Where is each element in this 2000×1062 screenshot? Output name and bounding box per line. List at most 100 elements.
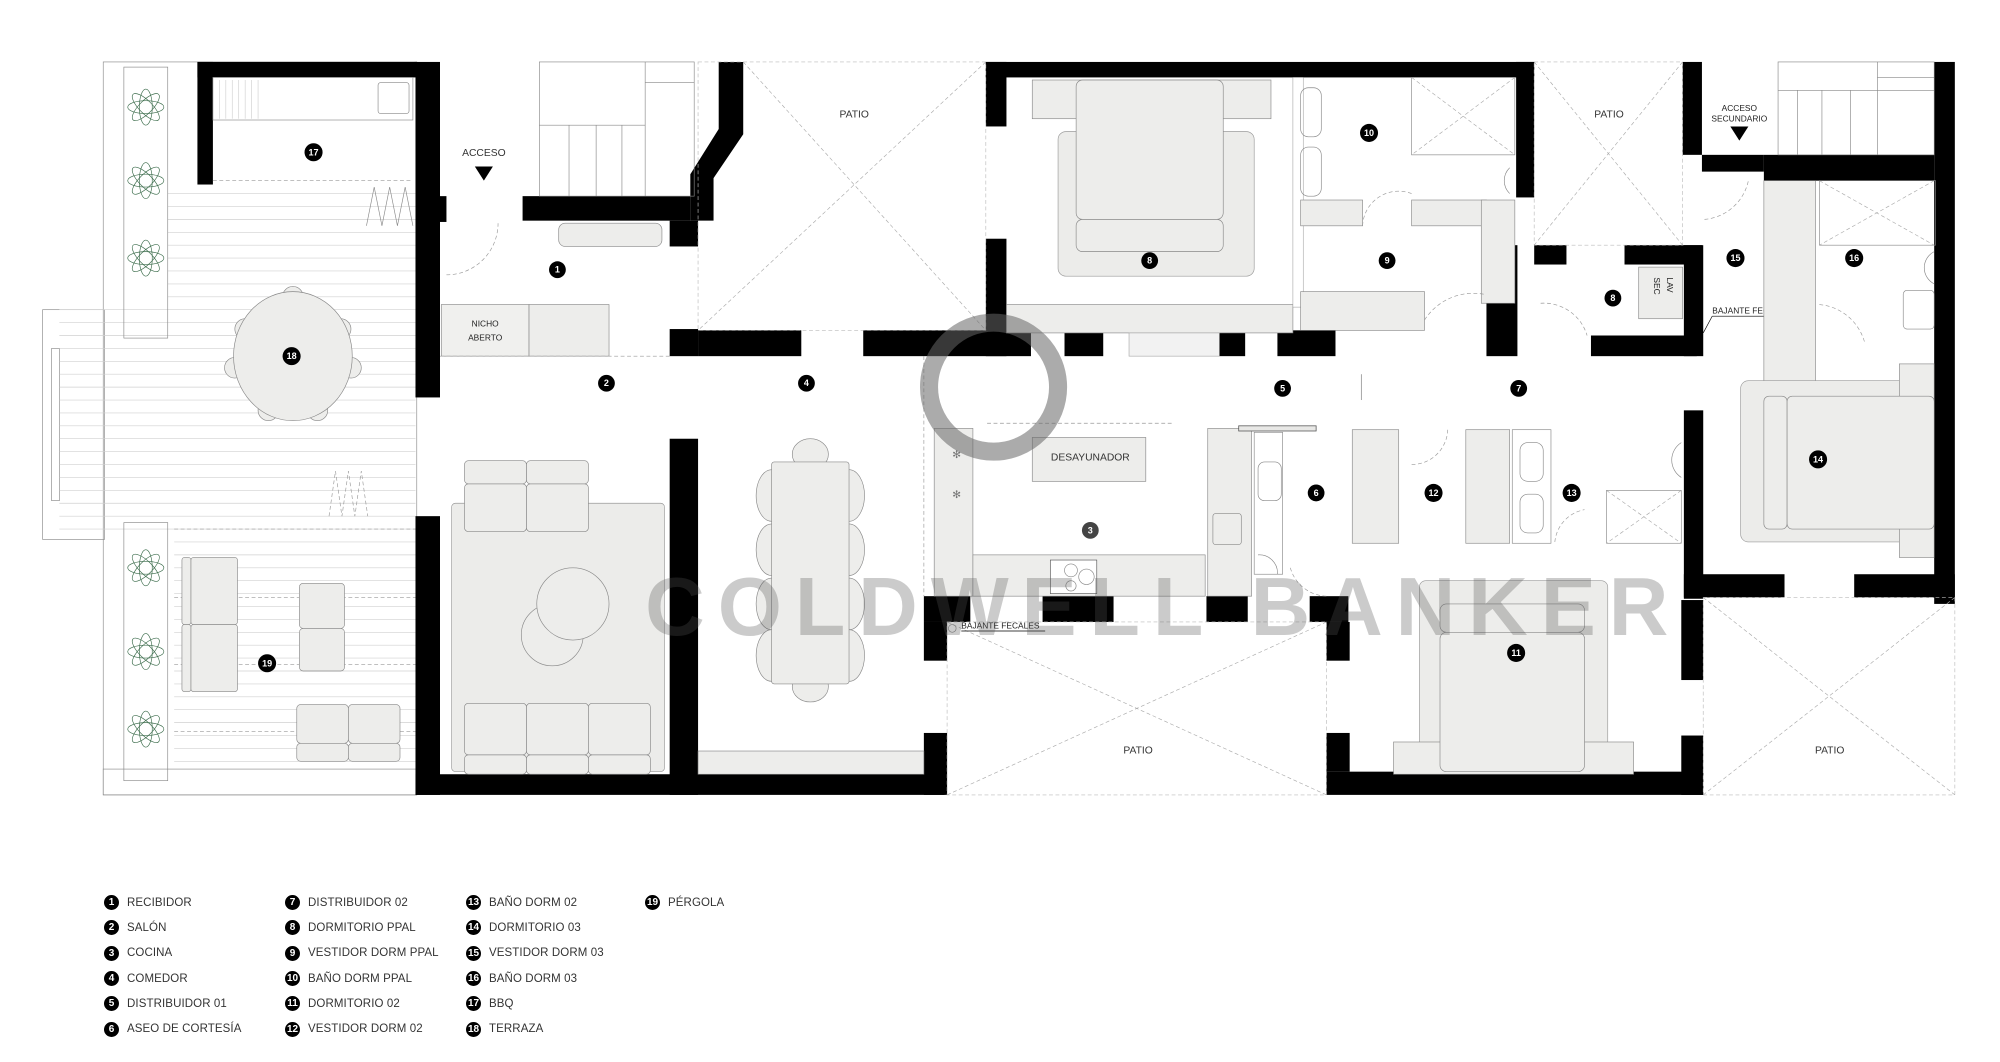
room-markers: 1 2 3 4 5 6 7 8 8 9 10 11 12 13 14 15 16… — [258, 123, 1864, 673]
svg-text:13: 13 — [1567, 488, 1577, 498]
svg-text:1: 1 — [555, 265, 560, 275]
svg-text:3: 3 — [1088, 525, 1093, 535]
bed-dorm-02 — [1393, 580, 1634, 775]
svg-text:19: 19 — [262, 658, 272, 668]
room-marker-3: 3 — [1081, 521, 1099, 539]
svg-text:8: 8 — [1610, 293, 1615, 303]
room-marker-15: 15 — [1726, 249, 1745, 268]
room-marker-10: 10 — [1360, 123, 1379, 142]
room-marker-16: 16 — [1845, 249, 1864, 268]
svg-text:8: 8 — [1147, 256, 1152, 266]
secondary-access-arrow-icon — [1730, 126, 1749, 141]
room-marker-11: 11 — [1507, 643, 1526, 662]
room-marker-9: 9 — [1378, 252, 1396, 270]
room-marker-12: 12 — [1424, 483, 1443, 502]
room-marker-2: 2 — [598, 374, 615, 392]
svg-text:9: 9 — [1385, 256, 1390, 266]
sec-label: SEC — [1652, 277, 1662, 294]
open-niche — [440, 304, 530, 357]
svg-text:COLDWELL BANKER: COLDWELL BANKER — [645, 561, 1681, 653]
room-marker-1: 1 — [549, 261, 566, 279]
room-marker-18: 18 — [282, 347, 301, 366]
patio-label: PATIO — [839, 109, 868, 120]
laundry-cabinet — [1638, 266, 1683, 320]
room-marker-7: 7 — [1510, 380, 1528, 397]
secondary-access-label-1: ACCESO — [1722, 103, 1758, 113]
niche-label-2: ABERTO — [468, 333, 503, 343]
dining-table — [755, 438, 865, 703]
bajante-label: BAJANTE FECALES — [961, 620, 1040, 630]
master-bed — [1031, 79, 1272, 277]
patio-label: PATIO — [1815, 746, 1844, 757]
lav-label: LAV — [1665, 277, 1675, 293]
planter-top — [123, 66, 169, 339]
svg-text:10: 10 — [1364, 128, 1374, 138]
walls — [415, 61, 1955, 795]
svg-text:6: 6 — [1314, 488, 1319, 498]
desayunador-label: DESAYUNADOR — [1051, 453, 1130, 464]
svg-text:4: 4 — [804, 378, 809, 388]
room-marker-14: 14 — [1809, 450, 1828, 469]
pergola-sofas — [181, 557, 401, 762]
room-marker-8-laundry: 8 — [1604, 289, 1622, 307]
access-arrow-icon — [474, 166, 493, 181]
room-marker-8: 8 — [1141, 252, 1159, 270]
burner-icon: ✻ — [952, 490, 961, 501]
room-marker-6: 6 — [1307, 484, 1325, 502]
svg-text:14: 14 — [1813, 454, 1823, 464]
patio-label: PATIO — [1594, 109, 1623, 120]
room-marker-4: 4 — [798, 374, 815, 392]
console-table — [558, 222, 663, 247]
room-marker-19: 19 — [258, 654, 277, 673]
svg-text:15: 15 — [1730, 253, 1740, 263]
sink-icon — [377, 82, 410, 114]
room-marker-17: 17 — [304, 143, 323, 162]
burner-icon: ✻ — [952, 450, 961, 461]
room-marker-13: 13 — [1562, 483, 1581, 502]
bed-dorm-03 — [1740, 363, 1935, 558]
svg-text:12: 12 — [1429, 488, 1439, 498]
watermark: COLDWELL BANKER — [645, 313, 1681, 653]
svg-text:18: 18 — [287, 351, 297, 361]
patio-label: PATIO — [1123, 746, 1152, 757]
svg-text:5: 5 — [1280, 383, 1285, 393]
access-label: ACCESO — [462, 148, 506, 159]
secondary-access-label-2: SECUNDARIO — [1711, 113, 1767, 123]
planter-bottom — [123, 522, 169, 782]
svg-text:11: 11 — [1511, 648, 1521, 658]
living-room-furniture — [451, 460, 665, 775]
breakfast-bar — [1031, 437, 1147, 482]
bajante-label: BAJANTE FECALES — [1712, 306, 1791, 316]
svg-text:17: 17 — [309, 147, 319, 157]
svg-text:2: 2 — [604, 378, 609, 388]
terrace-area — [42, 61, 418, 796]
svg-text:7: 7 — [1516, 383, 1521, 393]
cooktop-icon — [1050, 559, 1098, 594]
bbq-area — [197, 61, 417, 226]
svg-text:16: 16 — [1849, 253, 1859, 263]
